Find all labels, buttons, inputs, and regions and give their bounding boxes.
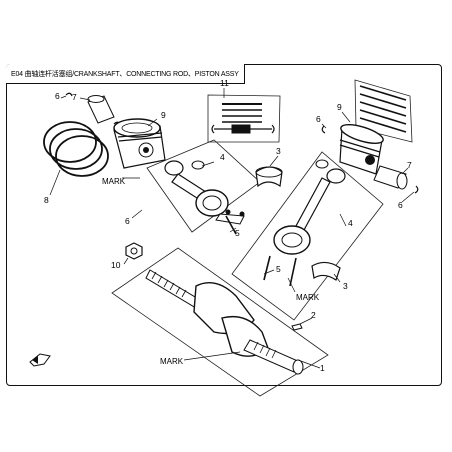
mark-labels: MARK MARK MARK	[102, 177, 320, 366]
title-box: E04 曲轴连杆活塞组/CRANKSHAFT、CONNECTING ROD、PI…	[6, 64, 245, 84]
callout-4: 4	[220, 152, 225, 162]
piston-ring-set-left	[43, 121, 109, 177]
piston-ring-set-right	[359, 85, 407, 133]
mark-label-piston: MARK	[102, 177, 126, 186]
callout-5: 5	[235, 228, 240, 238]
callout-labels: 11 3 4 9 6 7 8 9 6 7 6 6 5 10 4 3 5 2 1	[44, 78, 412, 373]
piston-ring-stack-center	[211, 103, 275, 134]
crank-nut	[125, 242, 143, 260]
piston-left	[113, 118, 166, 169]
woodruff-key	[291, 323, 303, 331]
callout-7: 7	[407, 160, 412, 170]
callout-10: 10	[111, 260, 121, 270]
small-end-bush-left	[191, 160, 205, 170]
piston-ring	[43, 121, 97, 163]
fwd-arrow-icon	[29, 353, 51, 367]
callout-8: 8	[44, 195, 49, 205]
connecting-rod-left	[164, 160, 245, 235]
mark-label-crank: MARK	[160, 357, 184, 366]
callout-9: 9	[161, 110, 166, 120]
callout-6: 6	[398, 200, 403, 210]
small-end-bush-right	[315, 159, 329, 169]
callout-3: 3	[343, 281, 348, 291]
callout-2: 2	[311, 310, 316, 320]
crankshaft	[145, 269, 304, 375]
assembly-outlines	[111, 79, 413, 397]
callout-9: 9	[337, 102, 342, 112]
callout-3: 3	[276, 146, 281, 156]
bearing-shell-left	[255, 166, 283, 188]
piston-pin-right	[321, 125, 419, 194]
callout-6: 6	[55, 91, 60, 101]
connecting-rod-right	[263, 168, 346, 287]
ring-set-outline-right	[354, 79, 413, 143]
leader-lines	[49, 88, 415, 369]
callout-7: 7	[72, 92, 77, 102]
ring-set-outline-left	[207, 94, 281, 143]
crankshaft-outline	[111, 247, 329, 397]
callout-6: 6	[316, 114, 321, 124]
bearing-shell-right	[311, 261, 341, 281]
piston-ring	[49, 128, 103, 170]
diagram-title: E04 曲轴连杆活塞组/CRANKSHAFT、CONNECTING ROD、PI…	[11, 70, 239, 78]
callout-1: 1	[320, 363, 325, 373]
callout-4: 4	[348, 218, 353, 228]
piston-ring	[55, 135, 109, 177]
callout-11: 11	[220, 78, 229, 88]
callout-5: 5	[276, 264, 281, 274]
piston-right	[339, 124, 384, 175]
mark-label-rod: MARK	[296, 293, 320, 302]
right-rod-outline	[231, 151, 384, 321]
callout-6: 6	[125, 216, 130, 226]
